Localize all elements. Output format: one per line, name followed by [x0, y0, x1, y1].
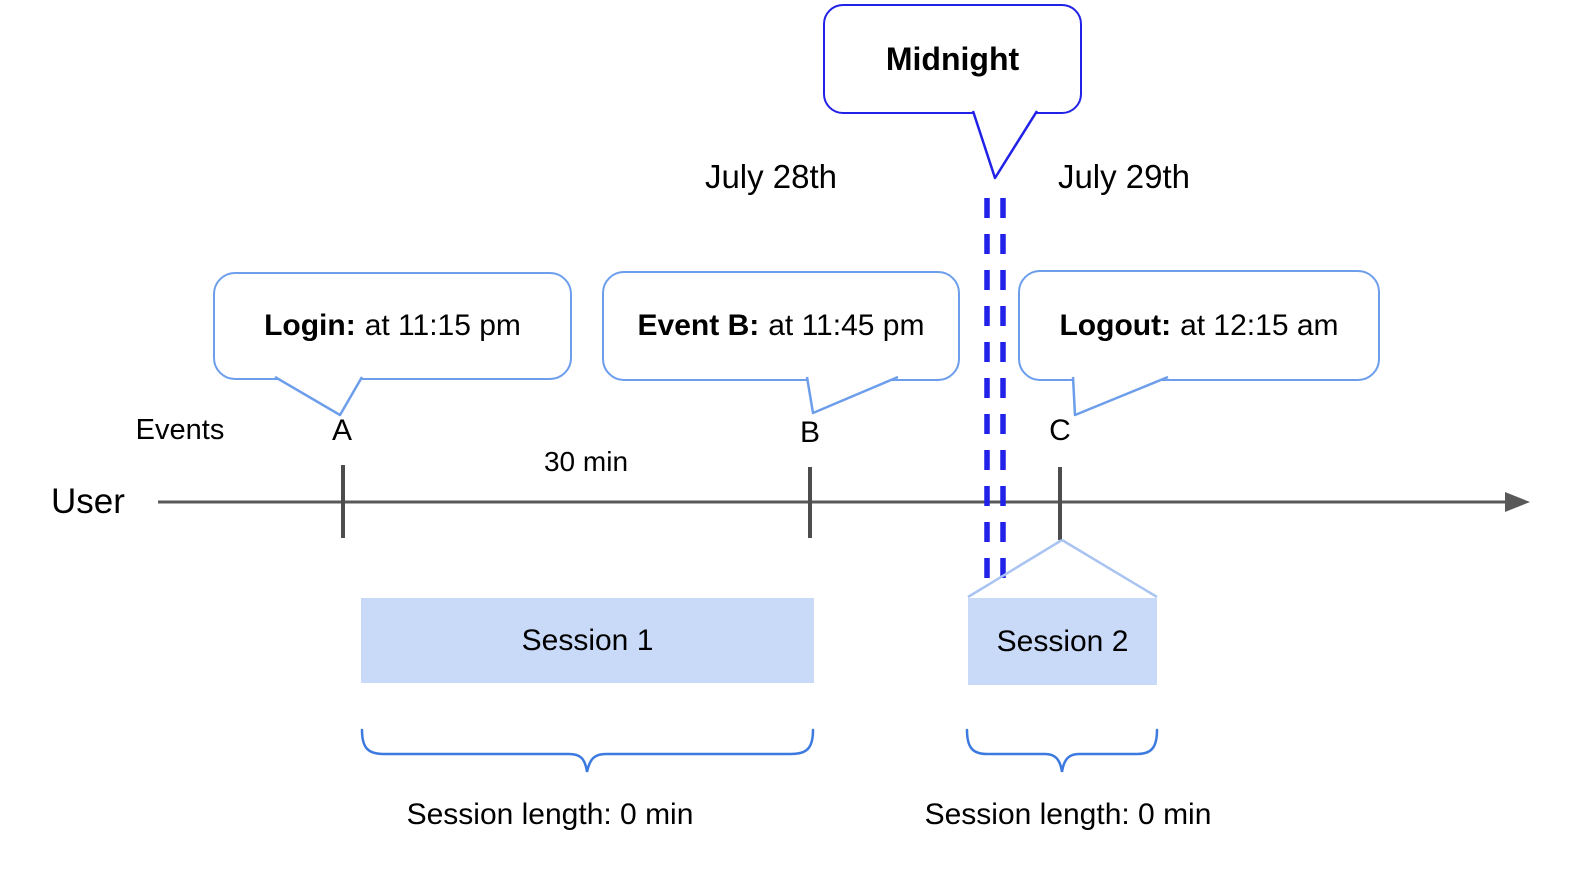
login-callout-title: Login:	[264, 309, 356, 342]
interval-label-30min: 30 min	[543, 446, 629, 477]
event-marker-a: A	[331, 414, 352, 447]
date-label-july-29: July 29th	[1057, 158, 1191, 195]
midnight-callout: Midnight	[823, 4, 1082, 114]
event-b-callout-tail	[805, 375, 899, 415]
session-2-length-label: Session length: 0 min	[924, 798, 1212, 831]
events-axis-label: Events	[135, 414, 225, 446]
login-callout: Login: at 11:15 pm	[213, 272, 572, 380]
session-2-label: Session 2	[996, 624, 1129, 658]
timeline-arrowhead-icon	[1505, 492, 1530, 512]
login-callout-tail	[274, 375, 364, 417]
event-b-callout-title: Event B:	[637, 309, 760, 342]
session-2-connector-right	[1061, 538, 1158, 599]
logout-callout-tail	[1071, 375, 1169, 417]
date-label-july-28: July 28th	[704, 158, 838, 195]
login-callout-detail: at 11:15 pm	[364, 309, 521, 342]
session-2-connector-left	[967, 538, 1063, 599]
event-marker-b: B	[799, 416, 820, 449]
event-b-callout: Event B: at 11:45 pm	[602, 271, 960, 381]
logout-callout: Logout: at 12:15 am	[1018, 270, 1380, 381]
session-1-length-label: Session length: 0 min	[406, 798, 694, 831]
session-2-box: Session 2	[968, 598, 1157, 685]
midnight-callout-label: Midnight	[885, 40, 1020, 77]
logout-callout-title: Logout:	[1059, 308, 1172, 342]
user-row-label: User	[51, 482, 125, 521]
session-2-brace	[965, 728, 1159, 773]
session-1-box: Session 1	[361, 598, 814, 683]
logout-callout-detail: at 12:15 am	[1180, 308, 1339, 342]
session-1-label: Session 1	[521, 623, 654, 657]
event-b-callout-detail: at 11:45 pm	[768, 309, 925, 342]
event-marker-c: C	[1049, 414, 1071, 447]
session-1-brace	[360, 728, 815, 773]
